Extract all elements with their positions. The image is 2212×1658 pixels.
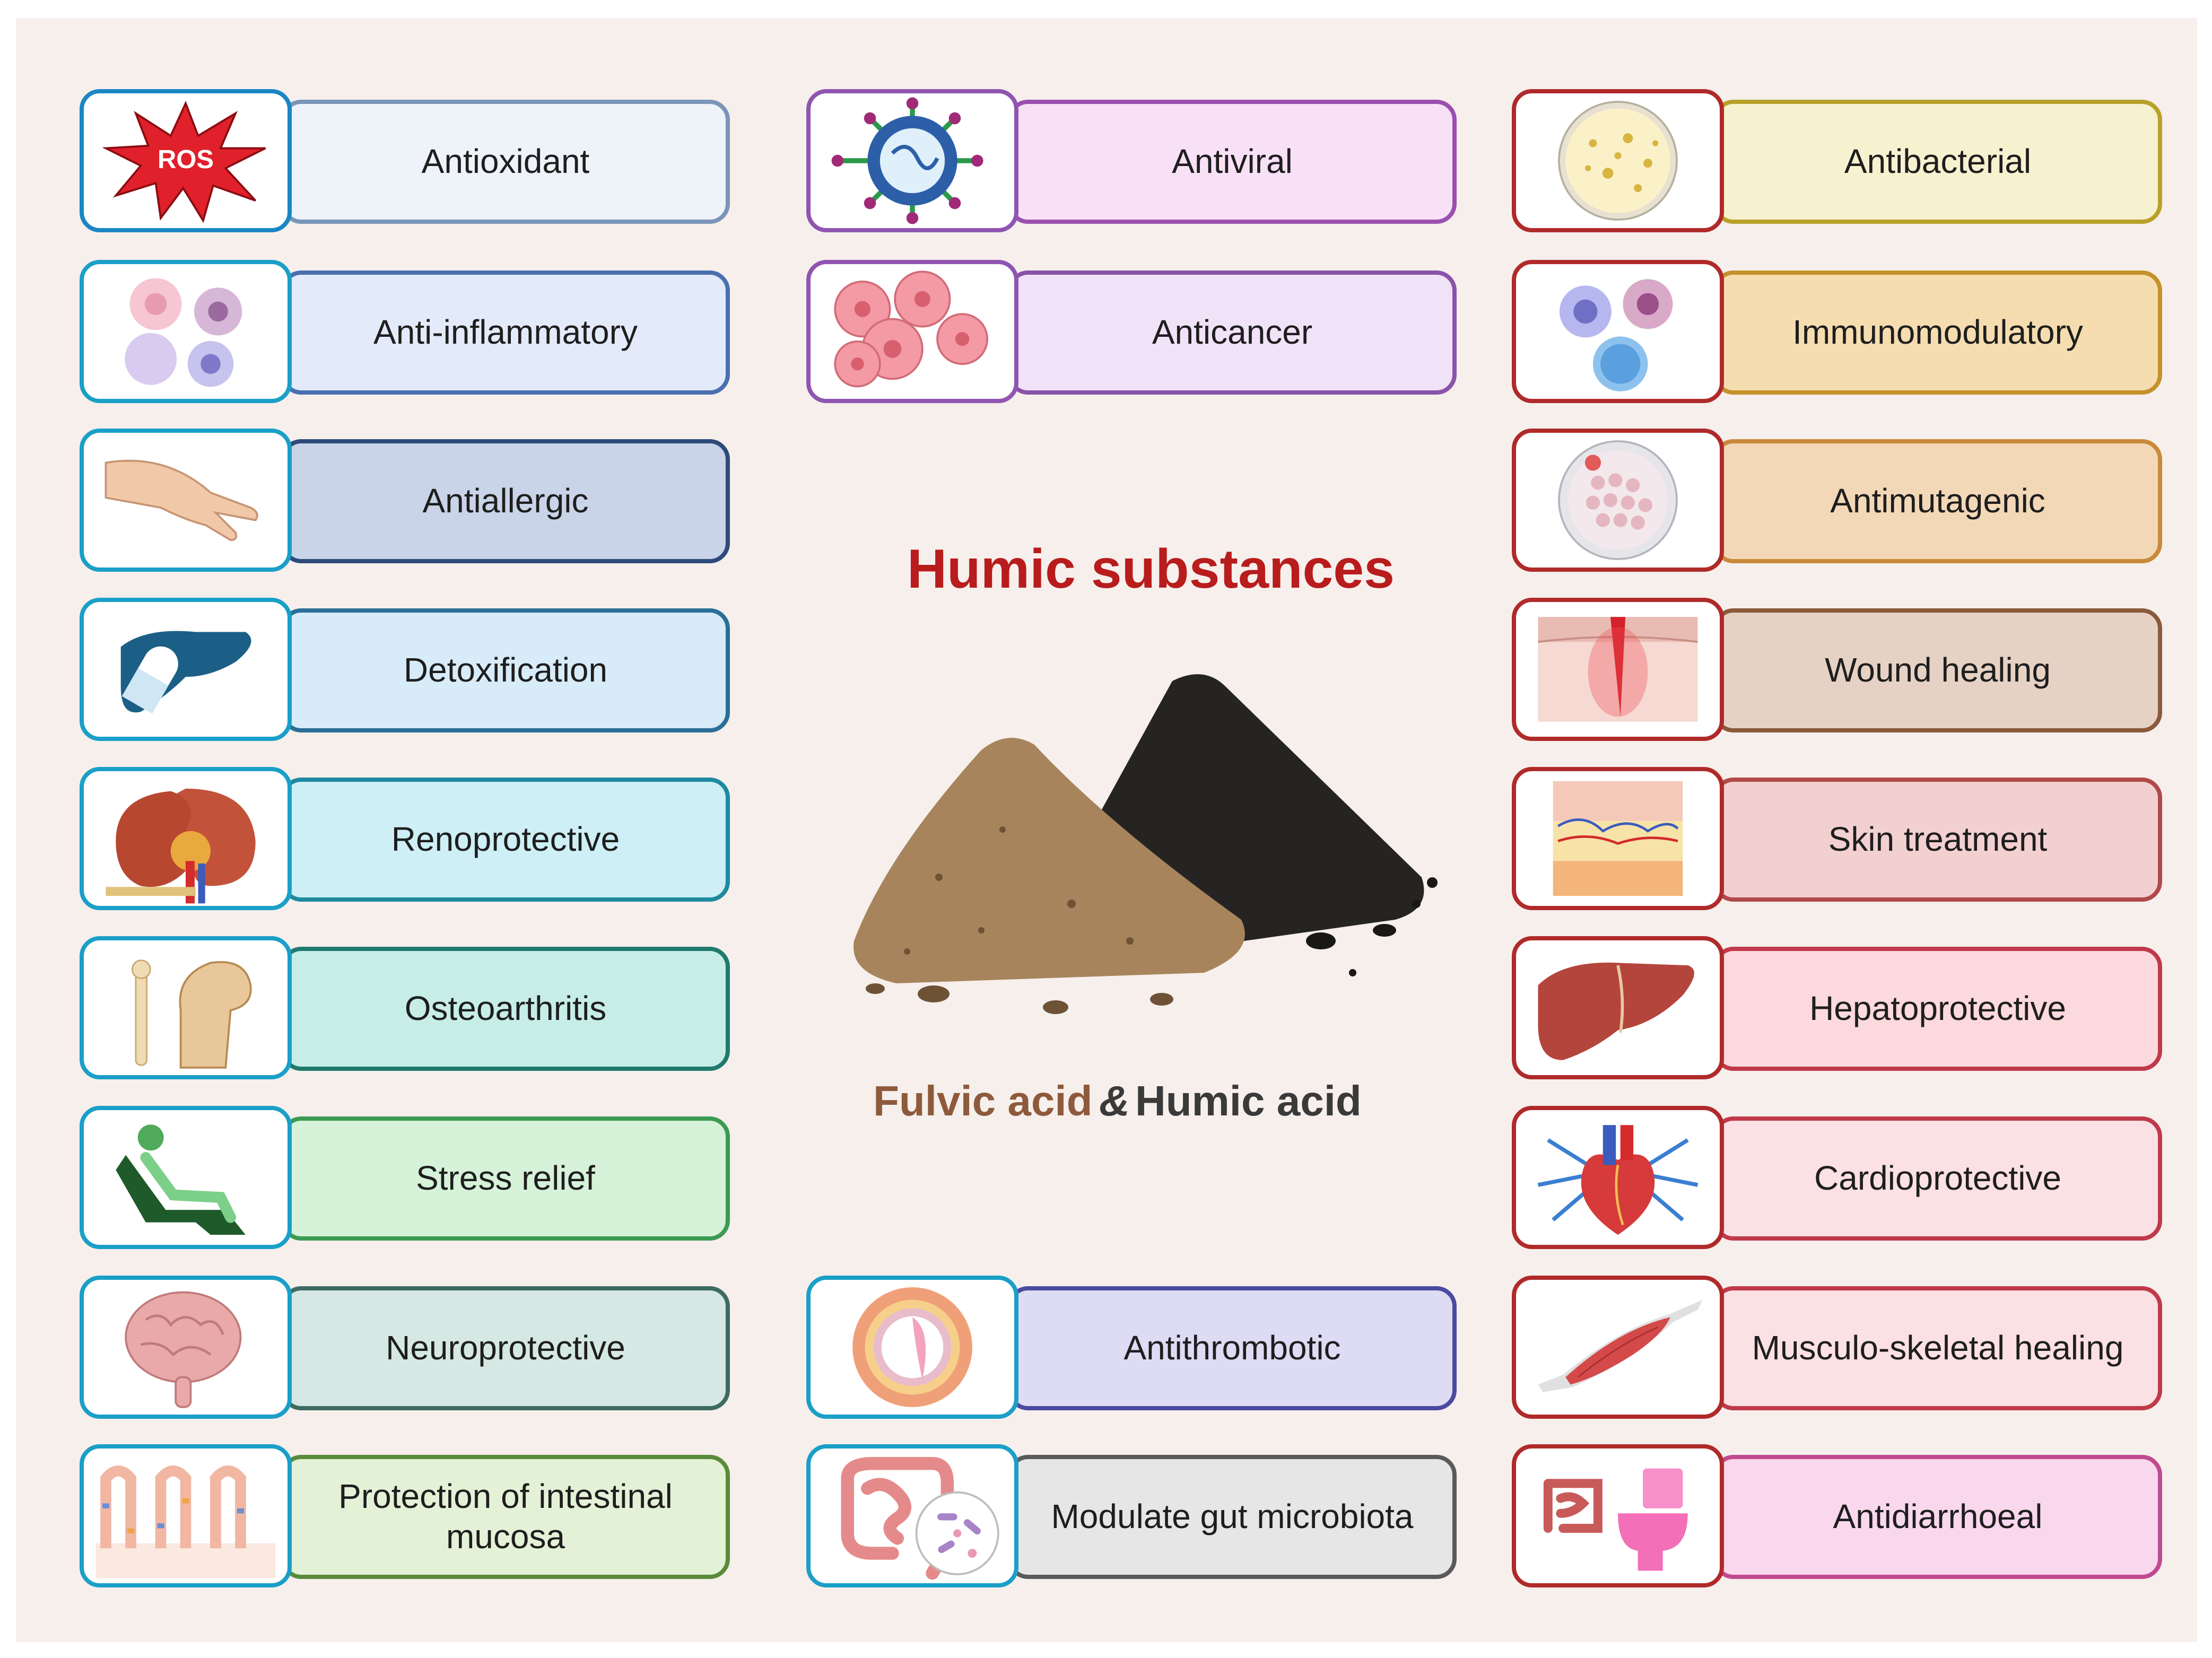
card-label: Modulate gut microbiota [1008,1455,1457,1579]
cell-culture-dish-icon [1512,429,1724,572]
card-label: Antibacterial [1713,100,2162,224]
subtitle-ampersand: & [1099,1077,1130,1124]
kidney-icon [80,767,292,910]
card-label: Protection of intestinal mucosa [281,1455,730,1579]
scratching-hand-icon [80,429,292,572]
immune-cells-icon [80,260,292,403]
cancer-cells-icon [806,260,1018,403]
skin-layers-icon [1512,767,1724,910]
card-label: Detoxification [281,608,730,732]
virus-icon [806,89,1018,232]
card-label: Antiviral [1008,100,1457,224]
heart-icon [1512,1106,1724,1249]
humic-particles [1306,877,1438,976]
petri-dish-bacteria-icon [1512,89,1724,232]
blood-vessel-icon [806,1276,1018,1419]
relaxing-person-icon [80,1106,292,1249]
card-label: Antiallergic [281,439,730,563]
card-label: Antithrombotic [1008,1286,1457,1410]
immune-cells-icon [1512,260,1724,403]
svg-text:ROS: ROS [158,145,214,174]
card-label: Anti-inflammatory [281,270,730,395]
card-label: Skin treatment [1713,778,2162,902]
soil-piles-illustration [854,674,1438,1014]
card-label: Antidiarrhoeal [1713,1455,2162,1579]
bone-icon [80,936,292,1079]
intestinal-villi-icon [80,1444,292,1587]
liver-icon [1512,936,1724,1079]
subtitle-fulvic-acid: Fulvic acid [873,1077,1093,1124]
skin-wound-icon [1512,598,1724,741]
card-label: Anticancer [1008,270,1457,395]
card-label: Osteoarthritis [281,947,730,1071]
card-label: Antimutagenic [1713,439,2162,563]
brain-icon [80,1276,292,1419]
card-label: Stress relief [281,1116,730,1241]
card-label: Wound healing [1713,608,2162,732]
card-label: Antioxidant [281,100,730,224]
subtitle-humic-acid: Humic acid [1135,1077,1362,1124]
card-label: Musculo-skeletal healing [1713,1286,2162,1410]
card-label: Cardioprotective [1713,1116,2162,1241]
intestine-toilet-icon [1512,1444,1724,1587]
liver-pill-icon [80,598,292,741]
muscle-icon [1512,1276,1724,1419]
card-label: Hepatoprotective [1713,947,2162,1071]
gut-microbiota-icon [806,1444,1018,1587]
diagram-canvas: Antioxidant ROS Anti-inflammatory Antial… [16,18,2197,1642]
card-label: Immunomodulatory [1713,270,2162,395]
fulvic-acid-pile [854,738,1245,983]
ros-burst-icon: ROS [80,89,292,232]
card-label: Renoprotective [281,778,730,902]
diagram-title: Humic substances [907,538,1395,600]
fulvic-particles [866,826,1173,1014]
card-label: Neuroprotective [281,1286,730,1410]
